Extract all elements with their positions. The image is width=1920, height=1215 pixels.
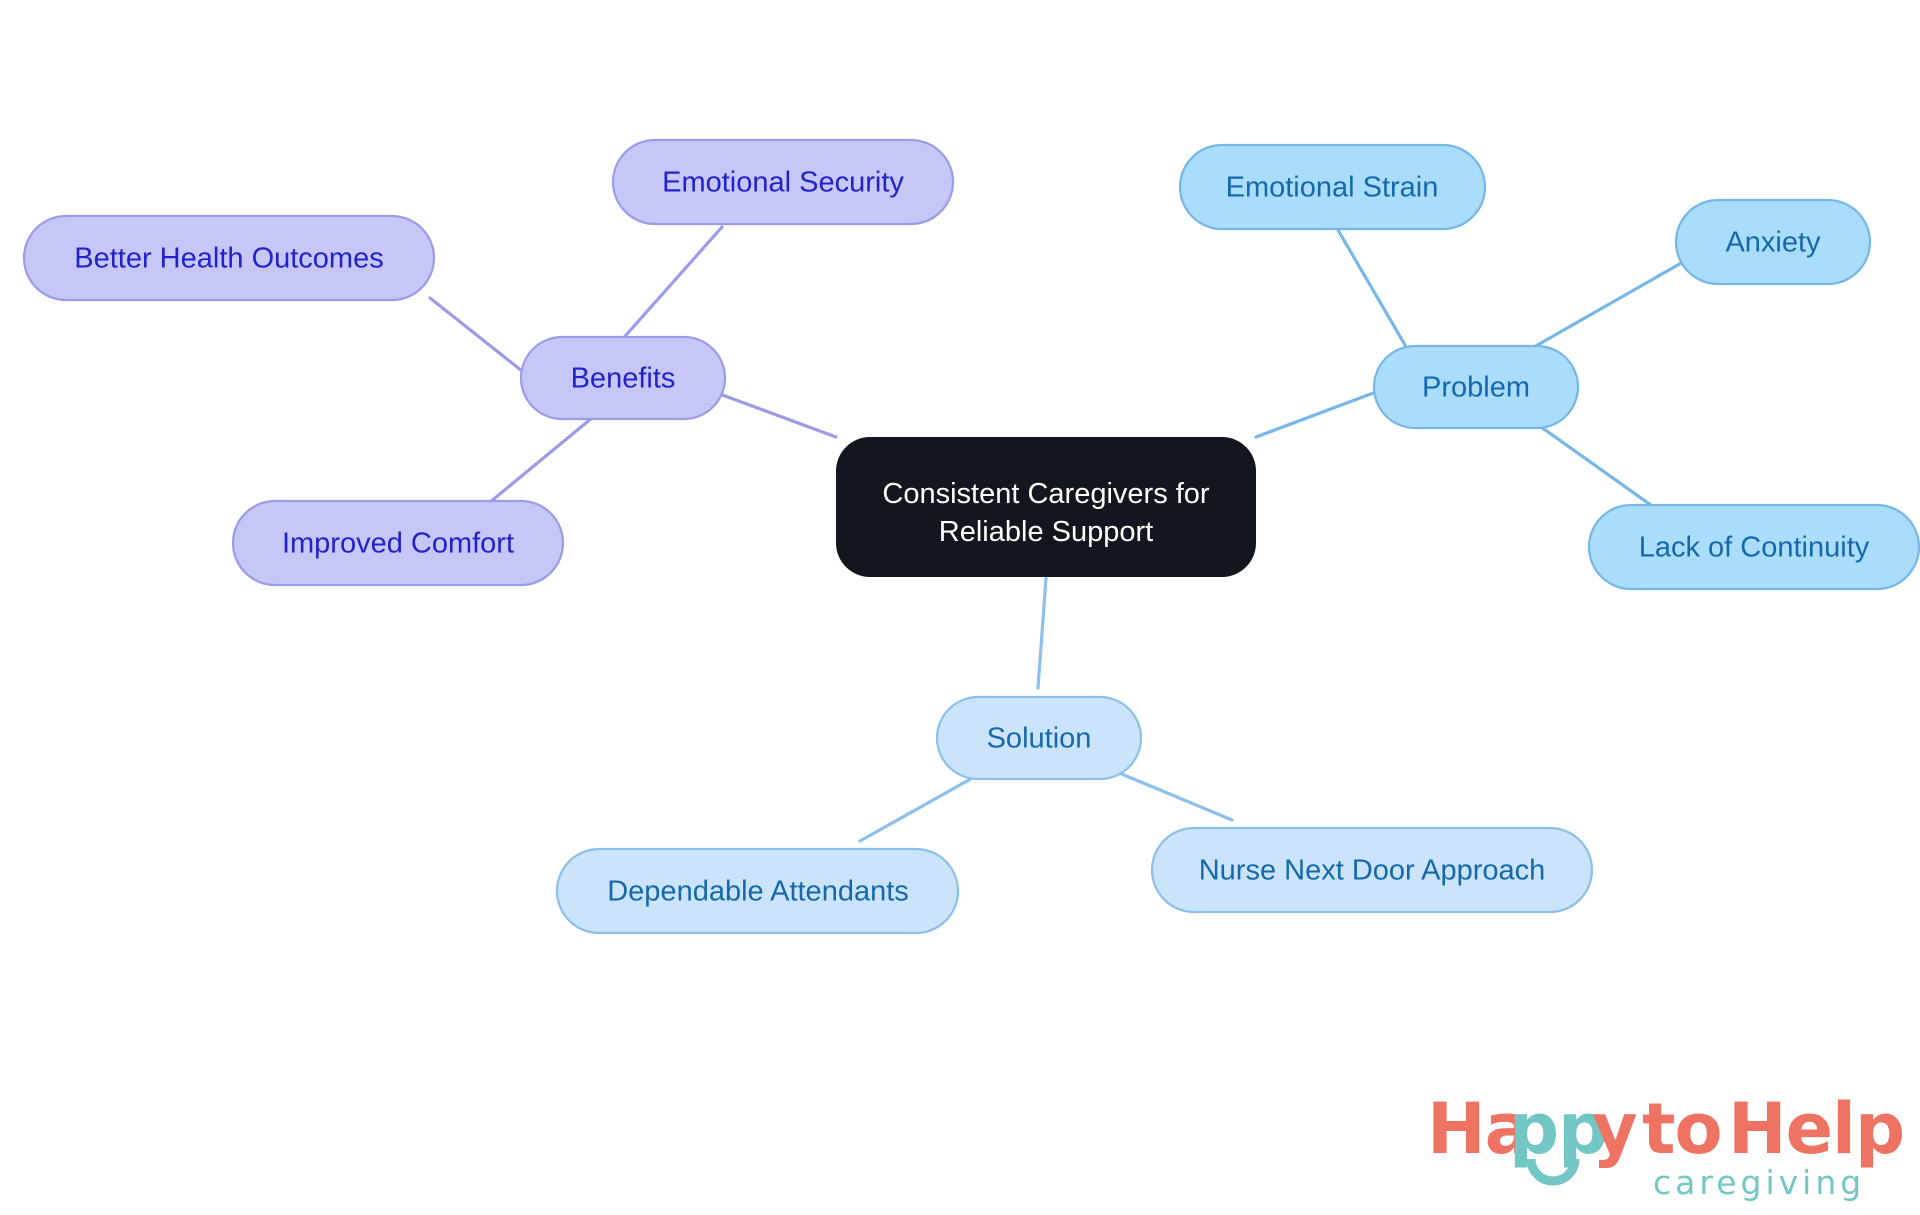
benefits-shape[interactable] (519, 335, 727, 421)
problem-shape[interactable] (1372, 344, 1580, 430)
root-shape[interactable] (836, 437, 1256, 577)
node-root[interactable]: Consistent Caregivers for Reliable Suppo… (836, 437, 1256, 577)
dependable-attendants-label: Dependable Attendants (607, 876, 909, 908)
logo-to-text: to (1642, 1088, 1722, 1170)
logo-happy-pp-text: pp (1509, 1088, 1607, 1170)
solution-shape[interactable] (935, 695, 1143, 781)
benefits-label: Benefits (571, 363, 676, 395)
node-better-health-outcomes[interactable]: Better Health Outcomes (22, 214, 436, 302)
solution-label: Solution (987, 723, 1092, 755)
node-nurse-next-door-approach[interactable]: Nurse Next Door Approach (1150, 826, 1594, 914)
edge-benefits-improved-comfort (476, 411, 600, 514)
nurse-next-door-approach-shape[interactable] (1150, 826, 1594, 914)
logo-tagline-text: caregiving (1653, 1163, 1865, 1202)
nurse-next-door-approach-label: Nurse Next Door Approach (1199, 855, 1546, 887)
node-problem[interactable]: Problem (1372, 344, 1580, 430)
brand-logo: Ha pp y to Help caregiving (1427, 1088, 1905, 1202)
better-health-outcomes-label: Better Health Outcomes (74, 243, 383, 275)
logo-happy-y-text: y (1592, 1088, 1637, 1170)
node-improved-comfort[interactable]: Improved Comfort (231, 499, 565, 587)
edge-problem-emotional-strain (1336, 228, 1407, 347)
node-anxiety[interactable]: Anxiety (1674, 198, 1872, 286)
improved-comfort-label: Improved Comfort (282, 528, 514, 560)
edge-benefits-emotional-security (617, 225, 724, 345)
edge-root-benefits (715, 391, 838, 439)
better-health-outcomes-shape[interactable] (22, 214, 436, 302)
emotional-security-label: Emotional Security (662, 167, 904, 199)
edge-root-problem (1254, 390, 1378, 439)
emotional-strain-label: Emotional Strain (1226, 172, 1439, 204)
edge-solution-nurse-next-door-approach (1098, 763, 1234, 822)
logo-happy-ha-text: Ha (1427, 1088, 1531, 1170)
node-benefits[interactable]: Benefits (519, 335, 727, 421)
edge-problem-anxiety (1518, 260, 1685, 357)
improved-comfort-shape[interactable] (231, 499, 565, 587)
dependable-attendants-shape[interactable] (555, 847, 960, 935)
logo-help-text: Help (1728, 1088, 1904, 1170)
lack-of-continuity-label: Lack of Continuity (1639, 532, 1870, 564)
node-solution[interactable]: Solution (935, 695, 1143, 781)
logo-smile-icon (1526, 1158, 1580, 1186)
emotional-strain-shape[interactable] (1178, 143, 1487, 231)
edge-root-solution (1036, 576, 1048, 690)
node-emotional-strain[interactable]: Emotional Strain (1178, 143, 1487, 231)
root-label-line2: Reliable Support (939, 516, 1153, 548)
emotional-security-shape[interactable] (611, 138, 955, 226)
root-label-line1: Consistent Caregivers for (882, 478, 1210, 510)
node-lack-of-continuity[interactable]: Lack of Continuity (1587, 503, 1920, 591)
lack-of-continuity-shape[interactable] (1587, 503, 1920, 591)
anxiety-shape[interactable] (1674, 198, 1872, 286)
node-dependable-attendants[interactable]: Dependable Attendants (555, 847, 960, 935)
node-emotional-security[interactable]: Emotional Security (611, 138, 955, 226)
problem-label: Problem (1422, 372, 1530, 404)
anxiety-label: Anxiety (1725, 227, 1821, 259)
